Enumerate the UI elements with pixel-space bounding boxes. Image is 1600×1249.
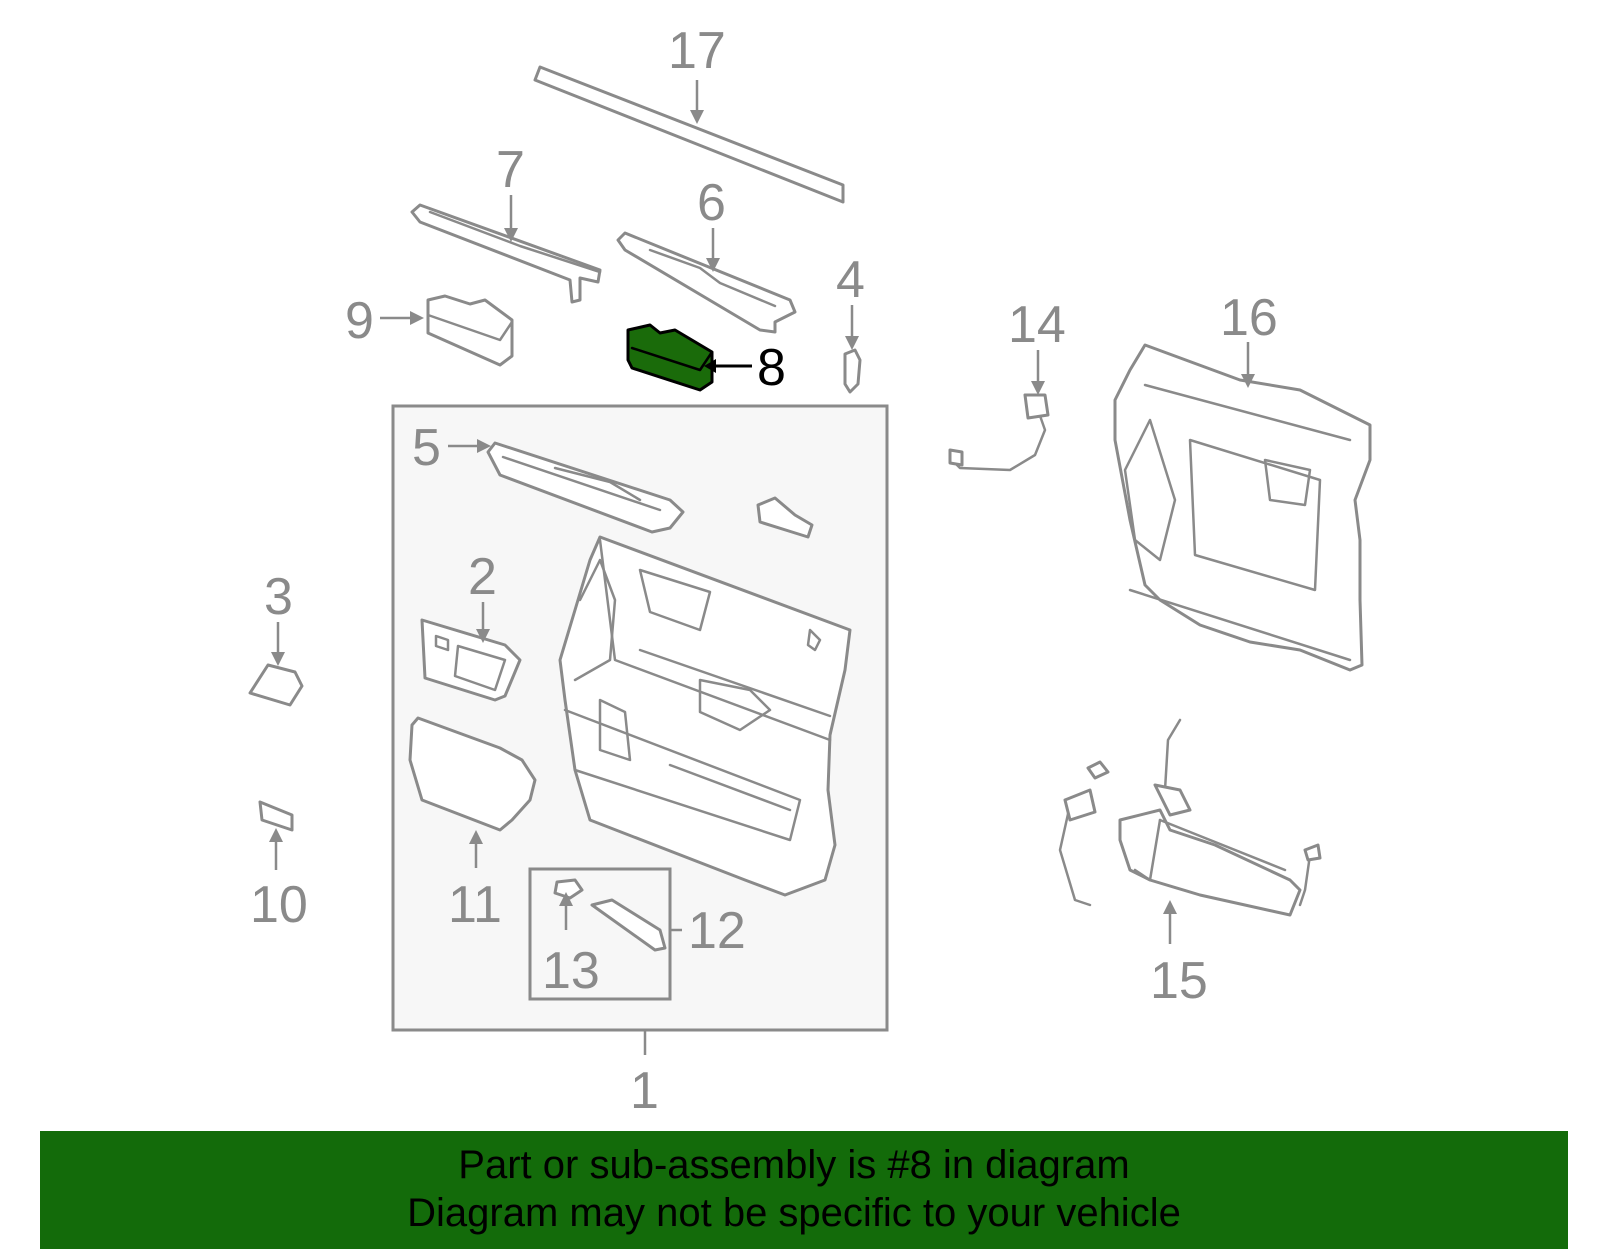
part-bracket-small (756, 496, 814, 539)
callout-17: 17 (668, 22, 726, 80)
callout-3: 3 (264, 568, 293, 626)
part-3-cover (248, 622, 304, 707)
part-7-trim (410, 195, 602, 304)
part-11-pocket (408, 716, 537, 868)
callout-16: 16 (1220, 289, 1278, 347)
part-17-molding (533, 65, 845, 204)
callout-6: 6 (697, 174, 726, 232)
part-10-plug (258, 800, 294, 870)
part-1-door-panel (558, 535, 852, 897)
part-9-switch (380, 294, 514, 367)
callout-11: 11 (448, 876, 502, 934)
part-2-bezel (420, 602, 522, 702)
callout-1: 1 (630, 1062, 659, 1120)
callout-15: 15 (1150, 952, 1208, 1010)
part-5-armrest-trim (448, 439, 685, 534)
callout-7: 7 (496, 141, 525, 199)
callout-4: 4 (836, 251, 865, 309)
banner-line-2: Diagram may not be specific to your vehi… (407, 1191, 1181, 1235)
callout-8: 8 (757, 339, 786, 397)
info-banner: Part or sub-assembly is #8 in diagram Di… (40, 1131, 1568, 1249)
part-4-clip (843, 305, 862, 394)
part-16-inner-door (1113, 342, 1372, 672)
callout-2: 2 (468, 548, 497, 606)
callout-13: 13 (542, 942, 600, 1000)
part-15-regulator (1058, 718, 1322, 944)
callout-10: 10 (250, 876, 308, 934)
callout-12: 12 (688, 902, 746, 960)
callout-5: 5 (412, 419, 441, 477)
callout-14: 14 (1008, 296, 1066, 354)
part-8-highlighted (626, 323, 752, 392)
part-12-13-inset (528, 867, 682, 1001)
callout-9: 9 (345, 292, 374, 350)
part-6-trim (616, 228, 797, 334)
banner-line-1: Part or sub-assembly is #8 in diagram (458, 1143, 1130, 1187)
part-14-wire-harness (948, 350, 1050, 472)
